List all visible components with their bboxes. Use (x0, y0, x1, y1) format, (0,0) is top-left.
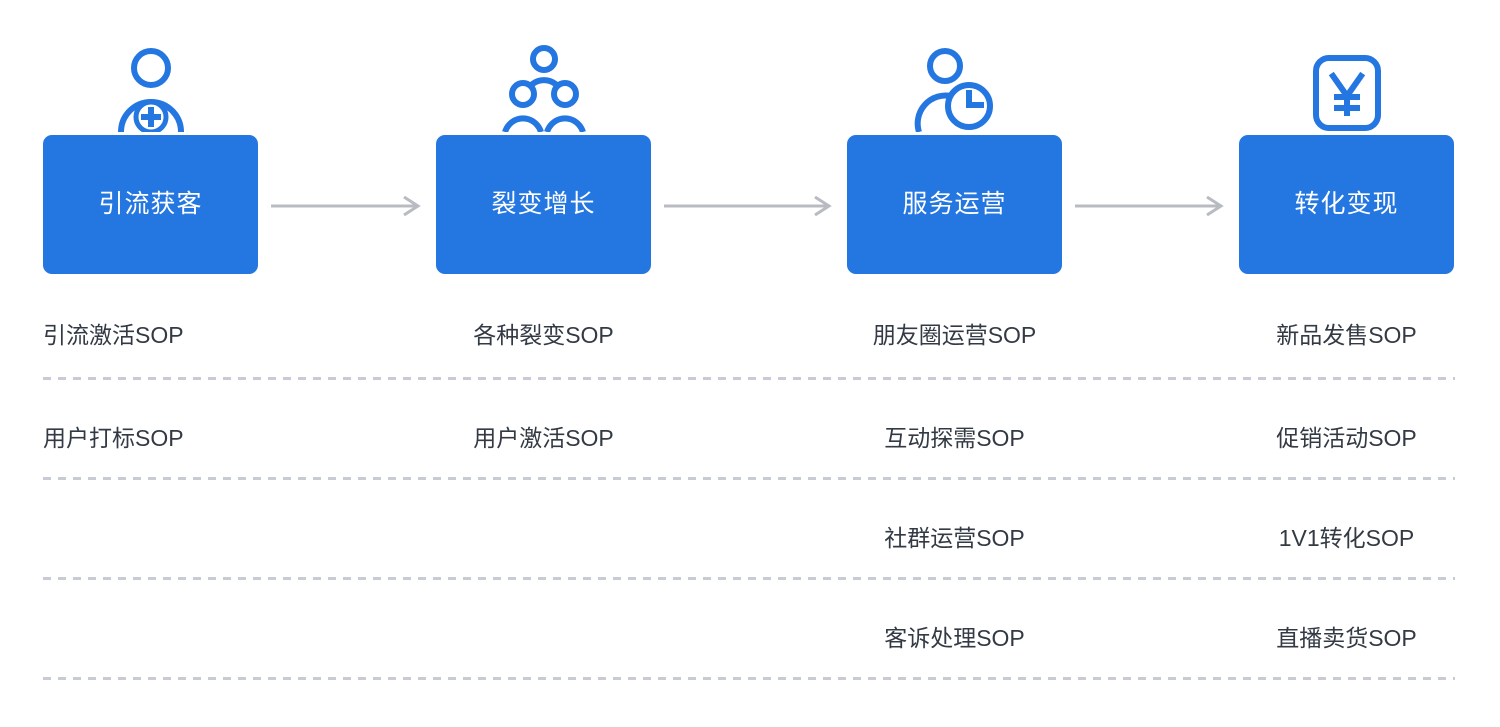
sop-item (43, 523, 258, 553)
sop-item[interactable]: 新品发售SOP (1276, 322, 1417, 348)
sop-item[interactable]: 客诉处理SOP (884, 625, 1025, 651)
stage-label: 裂变增长 (491, 190, 596, 218)
row-divider (43, 577, 1455, 580)
row-divider (43, 677, 1455, 680)
stage-box-fission-growth[interactable]: 裂变增长 (436, 135, 651, 274)
stage-label: 转化变现 (1294, 190, 1399, 218)
stage-box-service-operation[interactable]: 服务运营 (847, 135, 1062, 274)
sop-item (436, 623, 651, 653)
arrow-right-icon (271, 196, 423, 216)
arrow-right-icon (664, 196, 834, 216)
sop-item[interactable]: 社群运营SOP (884, 525, 1025, 551)
stage-column-conversion-monetization: 转化变现 新品发售SOP 促销活动SOP 1V1转化SOP 直播卖货SOP (1239, 0, 1454, 727)
stage-label: 引流获客 (98, 190, 203, 218)
stage-box-acquisition[interactable]: 引流获客 (43, 135, 258, 274)
row-divider (43, 477, 1455, 480)
sop-item[interactable]: 各种裂变SOP (473, 322, 614, 348)
sop-item[interactable]: 引流激活SOP (43, 322, 184, 348)
yuan-currency-icon (1239, 44, 1454, 132)
arrow-right-icon (1075, 196, 1226, 216)
stage-column-fission-growth: 裂变增长 各种裂变SOP 用户激活SOP (436, 0, 651, 727)
sop-item[interactable]: 用户激活SOP (473, 425, 614, 451)
user-add-icon (43, 44, 258, 132)
sop-item[interactable]: 1V1转化SOP (1278, 525, 1415, 551)
sop-item[interactable]: 朋友圈运营SOP (872, 322, 1037, 348)
sop-item[interactable]: 用户打标SOP (43, 425, 184, 451)
stage-label: 服务运营 (902, 190, 1007, 218)
sop-item[interactable]: 直播卖货SOP (1276, 625, 1417, 651)
user-clock-icon (847, 44, 1062, 132)
stage-column-service-operation: 服务运营 朋友圈运营SOP 互动探需SOP 社群运营SOP 客诉处理SOP (847, 0, 1062, 727)
sop-item[interactable]: 促销活动SOP (1276, 425, 1417, 451)
sop-item (436, 523, 651, 553)
stage-column-acquisition: 引流获客 引流激活SOP 用户打标SOP (43, 0, 258, 727)
stage-box-conversion-monetization[interactable]: 转化变现 (1239, 135, 1454, 274)
user-group-icon (436, 44, 651, 132)
sop-item[interactable]: 互动探需SOP (884, 425, 1025, 451)
row-divider (43, 377, 1455, 380)
sop-item (43, 623, 258, 653)
